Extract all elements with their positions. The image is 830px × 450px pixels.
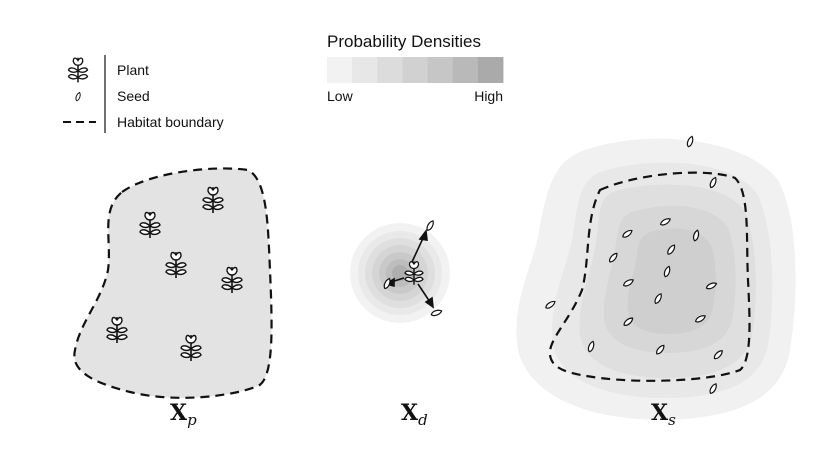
legend-seed-label: Seed <box>117 88 150 104</box>
density-scale-step <box>402 57 428 83</box>
dispersal-density-rings <box>350 223 450 323</box>
density-scale-title: Probability Densities <box>327 32 481 51</box>
legend: Plant Seed Habitat boundary <box>63 55 224 133</box>
seed-icon <box>424 219 436 233</box>
density-scale: Probability Densities Low High <box>327 32 504 104</box>
legend-plant-label: Plant <box>117 62 149 78</box>
density-scale-step <box>327 57 353 83</box>
seeds-panel-label: Xs <box>651 400 676 429</box>
seed-density-field <box>516 138 796 420</box>
density-scale-step <box>452 57 479 83</box>
plants-panel <box>73 167 273 399</box>
seeds-panel <box>516 134 796 420</box>
density-high-label: High <box>474 88 503 104</box>
dispersal-panel <box>350 219 450 323</box>
density-scale-step <box>477 57 504 83</box>
plant-habitat-region <box>73 167 273 399</box>
plant-icon <box>67 56 89 84</box>
density-low-label: Low <box>327 88 354 104</box>
density-scale-bar <box>327 57 504 83</box>
density-scale-step <box>427 57 454 83</box>
seed-icon <box>74 91 82 102</box>
density-scale-step <box>377 57 403 83</box>
seed-habitat-boundary <box>548 171 751 382</box>
legend-boundary-label: Habitat boundary <box>117 114 224 130</box>
density-scale-step <box>352 57 378 83</box>
plants-panel-label: Xp <box>170 400 197 429</box>
dispersal-panel-label: Xd <box>401 400 428 429</box>
